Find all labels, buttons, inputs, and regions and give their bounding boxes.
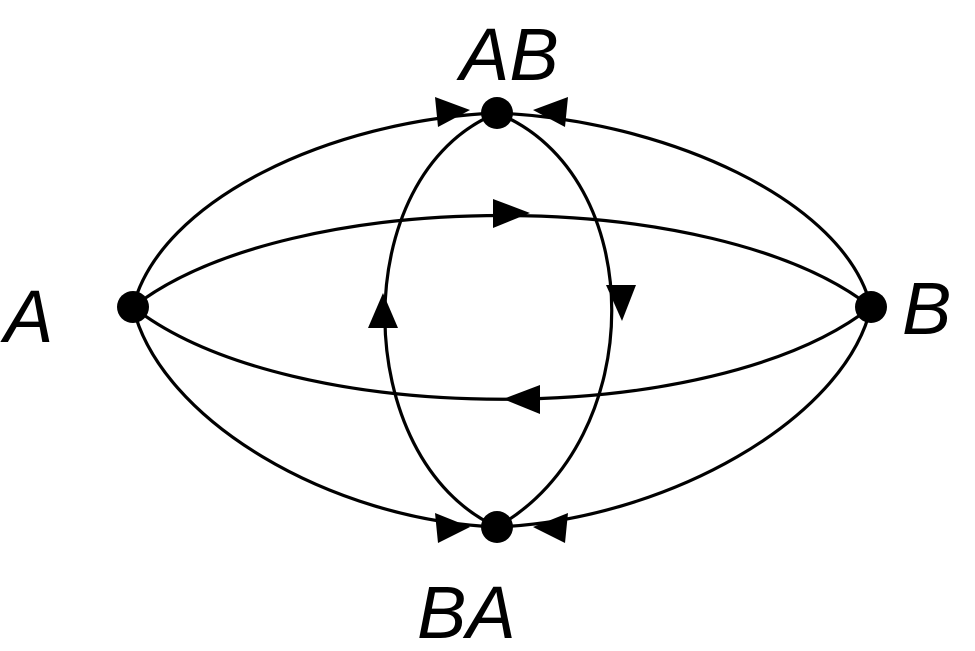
edge-b-to-a (131, 305, 873, 401)
edge-a-to-ba (131, 305, 499, 529)
node-a (117, 291, 149, 323)
node-label-ab: AB (456, 13, 559, 96)
arrowhead-ab-to-ba (606, 285, 636, 321)
arrowhead-a-to-ab (435, 97, 470, 127)
edge-a-to-ab (131, 111, 499, 309)
edge-ab-to-ba (495, 111, 614, 529)
node-ab (481, 97, 513, 129)
edge-a-to-b (131, 214, 873, 309)
arrowhead-b-to-ba (533, 513, 568, 543)
arrowhead-a-to-ba (435, 513, 470, 543)
edge-b-to-ab (495, 111, 873, 309)
node-b (855, 291, 887, 323)
node-ba (481, 511, 513, 543)
node-label-a: A (0, 275, 53, 358)
node-label-ba: BA (417, 571, 516, 651)
arrowhead-a-to-b (493, 199, 530, 228)
node-label-b: B (902, 267, 951, 350)
arrowhead-b-to-a (503, 385, 540, 414)
edge-ba-to-ab (383, 111, 499, 529)
arrowhead-ba-to-ab (368, 293, 398, 328)
arrowhead-b-to-ab (533, 97, 568, 127)
